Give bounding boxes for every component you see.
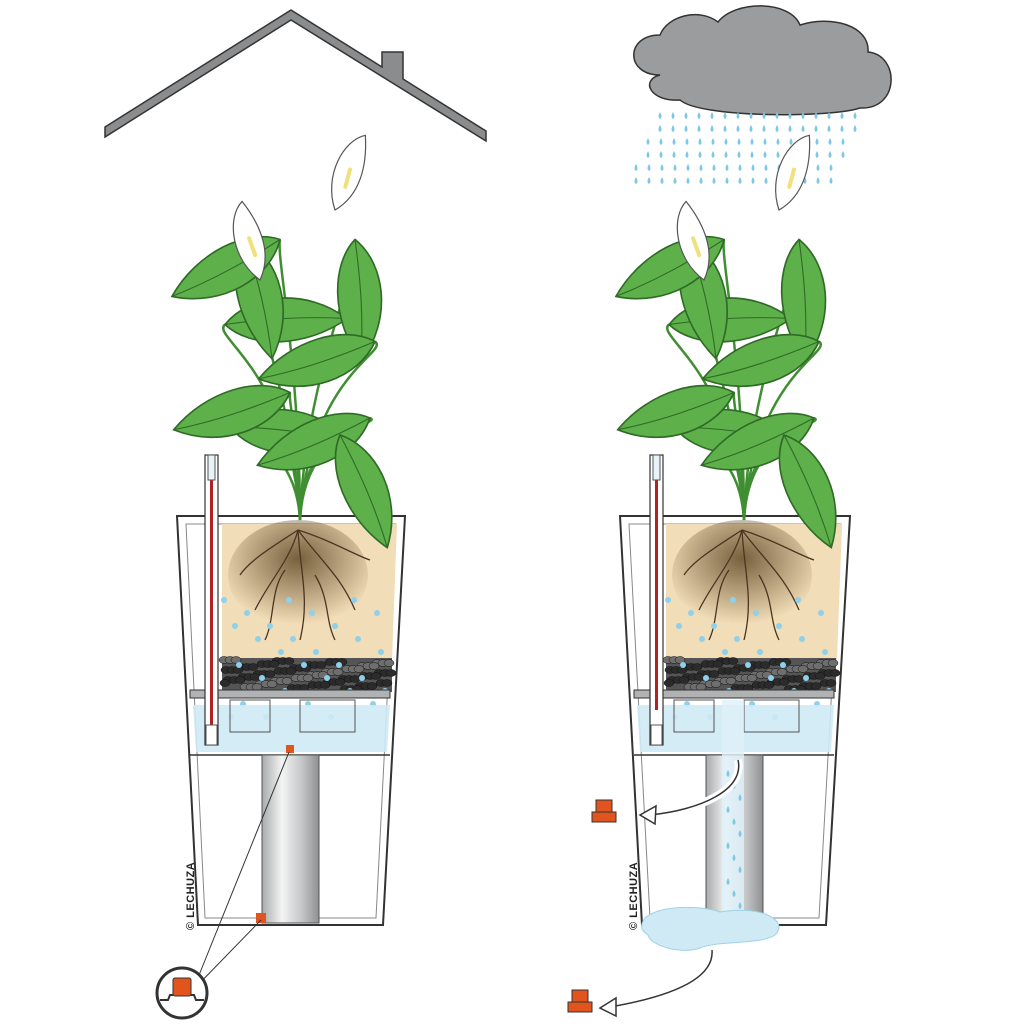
rain-drops [634,112,857,184]
plug-icon [591,799,617,823]
magnifier-icon [155,966,209,1020]
plant-left [170,134,393,549]
roots-left [239,529,371,641]
overflow-puddle [641,906,780,951]
rain-cloud-icon [633,5,892,184]
stones-layer-left [218,597,397,720]
house-roof-icon [104,9,487,143]
arrow-icon [638,759,743,826]
copyright-label-left: © LECHUZA [185,861,197,930]
stones-layer-right [662,597,841,720]
water-reservoir-left [193,705,390,752]
planter-left [155,454,407,1020]
plug-icon [286,745,294,753]
plug-icon [256,913,266,923]
plug-icon [567,989,593,1013]
planter-right [567,454,852,1018]
copyright-label-right: © LECHUZA [628,861,640,930]
plant-right [614,134,837,549]
roots-right [683,529,815,641]
filling-tube-left [261,754,320,924]
arrow-icon [598,949,716,1018]
plug-icon [172,977,192,997]
